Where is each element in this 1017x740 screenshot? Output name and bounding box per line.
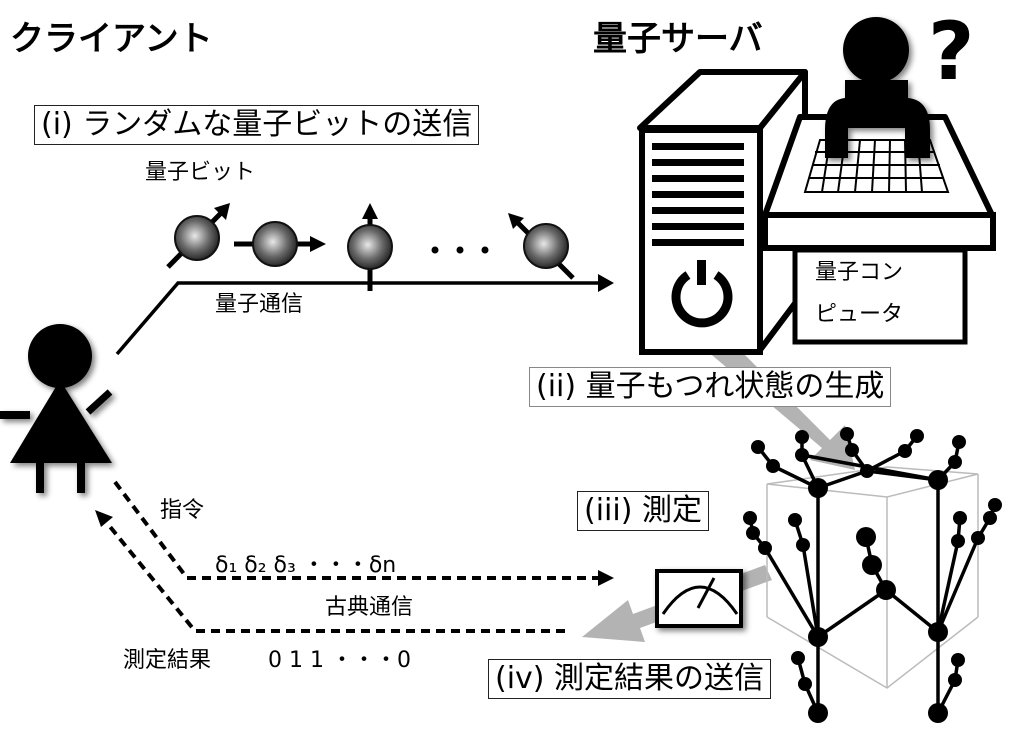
graph-node: [751, 440, 765, 454]
graph-edge: [817, 588, 887, 639]
graph-node: [766, 459, 780, 473]
graph-node: [948, 455, 962, 469]
graph-node: [791, 651, 805, 665]
graph-node: [808, 703, 828, 723]
measurement-result-value: 0 1 1 ・・・0: [268, 648, 411, 673]
graph-node: [746, 526, 760, 540]
graph-node: [862, 555, 882, 575]
graph-node: [952, 435, 966, 449]
graph-node: [898, 444, 912, 458]
qubit-icon: [508, 213, 575, 280]
graph-node: [910, 429, 924, 443]
graph-node: [808, 627, 828, 647]
step-3-box: (iii) 測定: [577, 491, 709, 531]
quantum-channel-label: 量子通信: [215, 292, 304, 317]
graph-edge: [936, 540, 960, 633]
graph-node: [928, 703, 948, 723]
ellipsis-dots: [431, 246, 489, 254]
entangled-graph-state: [743, 427, 1002, 723]
quantum-channel-arrow: [115, 274, 614, 356]
graph-node: [743, 511, 757, 525]
graph-node: [876, 580, 896, 600]
classical-channel-out-arrow: [113, 480, 614, 586]
graph-node: [856, 527, 876, 547]
graph-node: [788, 513, 802, 527]
quantum-computer-icon: [762, 114, 996, 345]
graph-node: [808, 478, 828, 498]
client-title: クライアント: [10, 19, 213, 59]
measurement-angles: δ₁ δ₂ δ₃ ・・・δn: [215, 553, 397, 578]
graph-node: [953, 511, 967, 525]
classical-channel-label: 古典通信: [325, 595, 414, 620]
graph-node: [988, 498, 1002, 512]
graph-edge: [936, 537, 980, 633]
graph-node: [795, 448, 809, 462]
qubit-icon: [166, 203, 230, 269]
qubit-icon: [347, 203, 393, 291]
gray-arrow-entangle: [700, 345, 855, 470]
graph-node: [971, 531, 985, 545]
instruction-label: 指令: [160, 498, 205, 523]
graph-node: [798, 677, 812, 691]
power-icon: [671, 260, 733, 328]
graph-node: [928, 622, 948, 642]
graph-node: [860, 464, 874, 478]
graph-node: [845, 443, 859, 457]
graph-node: [951, 653, 965, 667]
graph-node: [795, 430, 809, 444]
graph-edge: [884, 588, 940, 634]
classical-channel-in-arrow: [95, 510, 565, 633]
qubit-label: 量子ビット: [145, 160, 256, 185]
graph-node: [796, 538, 810, 552]
graph-edge: [763, 547, 820, 638]
graph-node: [948, 673, 962, 687]
client-figure-icon: [0, 324, 113, 493]
step-4-box: (iv) 測定結果の送信: [488, 659, 772, 699]
measurement-meter-icon: [655, 569, 743, 628]
graph-edge: [801, 544, 820, 638]
quantum-computer-label-line2: ピュータ: [815, 302, 904, 327]
quantum-computer-label-line1: 量子コン: [815, 260, 904, 285]
qubit-icon: [234, 221, 326, 267]
graph-node: [840, 427, 854, 441]
measurement-result-label: 測定結果: [123, 648, 212, 673]
graph-node: [951, 534, 965, 548]
step-1-box: (i) ランダムな量子ビットの送信: [34, 105, 480, 145]
step-2-box: (ii) 量子もつれ状態の生成: [529, 367, 892, 407]
server-operator-icon: [825, 17, 930, 158]
graph-node: [758, 541, 772, 555]
server-title: 量子サーバ: [593, 19, 763, 59]
question-mark-icon: ?: [928, 5, 975, 98]
graph-node: [928, 470, 948, 490]
graph-node: [983, 511, 997, 525]
